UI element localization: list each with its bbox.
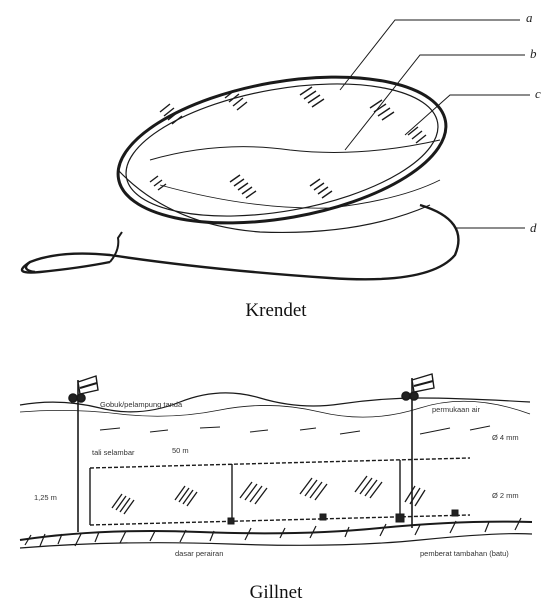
annotation-mesh-net: Ø 2 mm <box>492 491 519 500</box>
label-b: b <box>530 46 537 61</box>
annotation-top-rope: tali selambar <box>92 448 135 457</box>
annotation-float: Gobuk/pelampung tanda <box>100 400 183 409</box>
annotation-height: 1,25 m <box>34 493 57 502</box>
label-a: a <box>526 10 533 25</box>
krendet-illustration <box>22 20 530 279</box>
gillnet-illustration <box>20 374 532 548</box>
krendet-part-labels: a b c d <box>526 10 541 235</box>
label-c: c <box>535 86 541 101</box>
annotation-mesh-top: Ø 4 mm <box>492 433 519 442</box>
krendet-caption: Krendet <box>0 300 552 322</box>
annotation-water-surface: permukaan air <box>432 405 480 414</box>
gillnet-annotations: Gobuk/pelampung tanda permukaan air tali… <box>34 400 519 558</box>
annotation-seabed: dasar perairan <box>175 549 223 558</box>
annotation-length: 50 m <box>172 446 189 455</box>
annotation-sinker: pemberat tambahan (batu) <box>420 549 509 558</box>
gillnet-caption: Gillnet <box>0 582 552 604</box>
label-d: d <box>530 220 537 235</box>
